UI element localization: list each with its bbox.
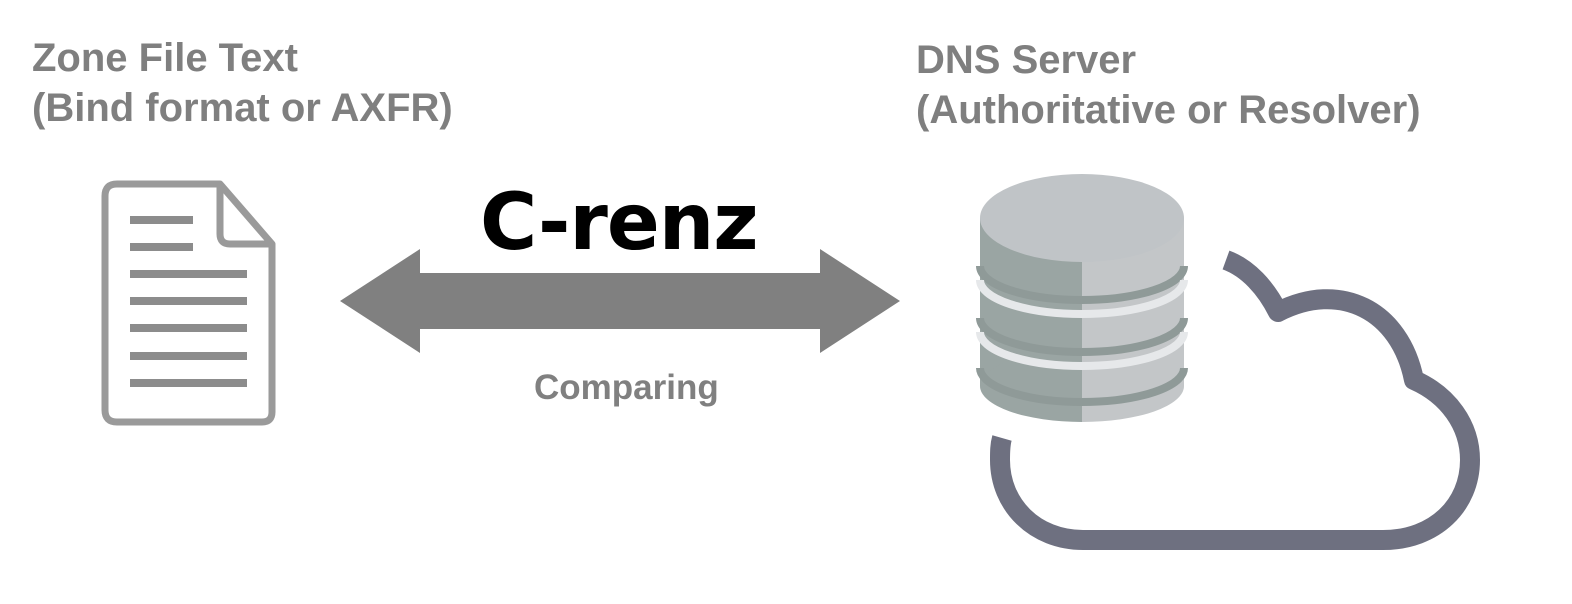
tool-name: C-renz bbox=[480, 178, 759, 268]
double-arrow-icon bbox=[340, 249, 900, 353]
zone-file-title-line2: (Bind format or AXFR) bbox=[32, 86, 453, 130]
dns-server-title-line2: (Authoritative or Resolver) bbox=[916, 88, 1421, 132]
dns-server-title: DNS Server (Authoritative or Resolver) bbox=[916, 35, 1421, 135]
cloud-icon bbox=[990, 250, 1480, 550]
comparing-label: Comparing bbox=[534, 368, 719, 407]
zone-file-title-line1: Zone File Text bbox=[32, 36, 298, 80]
dns-server-title-line1: DNS Server bbox=[916, 38, 1137, 82]
document-icon bbox=[101, 180, 276, 426]
zone-file-title: Zone File Text (Bind format or AXFR) bbox=[32, 33, 453, 133]
database-icon bbox=[976, 174, 1188, 422]
